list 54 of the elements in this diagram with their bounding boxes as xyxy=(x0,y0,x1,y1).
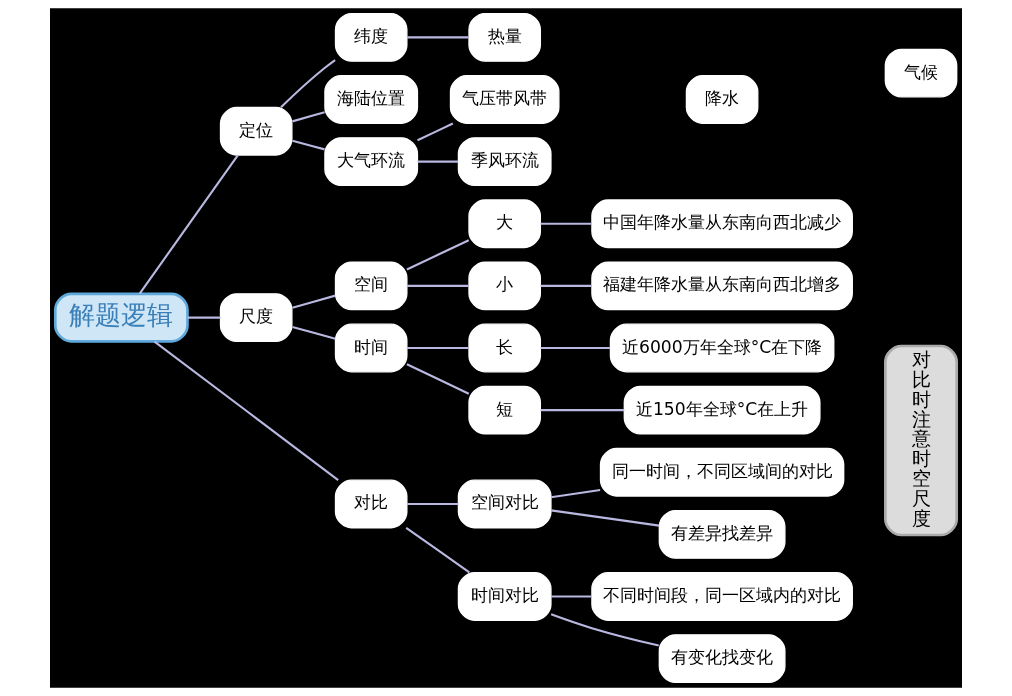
node-box: 同一时间，不同区域间的对比 xyxy=(599,447,845,497)
node-box: 长 xyxy=(468,323,542,373)
connector xyxy=(187,316,221,319)
connector xyxy=(540,409,625,412)
connector xyxy=(138,154,239,295)
connector xyxy=(292,139,325,151)
node-box: 时间对比 xyxy=(457,572,552,621)
node-box: 空间对比 xyxy=(457,479,552,529)
node-box: 降水 xyxy=(685,75,759,124)
node-box: 福建年降水量从东南向西北增多 xyxy=(591,261,853,311)
node-box: 近150年全球°C在上升 xyxy=(623,385,821,435)
connector xyxy=(153,340,339,481)
connector xyxy=(540,222,592,225)
connector xyxy=(406,239,470,271)
node-box: 定位 xyxy=(219,106,293,156)
connector xyxy=(406,363,470,395)
node-box: 大 xyxy=(468,199,542,249)
node-box: 气压带风带 xyxy=(449,75,560,124)
connector xyxy=(417,122,454,142)
connector xyxy=(280,59,336,109)
node-box: 纬度 xyxy=(334,12,408,62)
node-box: 对比时注意时空尺度 xyxy=(884,344,959,537)
node-box: 海陆位置 xyxy=(324,75,419,124)
node-box: 季风环流 xyxy=(457,137,552,187)
connector xyxy=(292,111,325,123)
node-box: 小 xyxy=(468,261,542,311)
connector xyxy=(292,294,336,309)
connector xyxy=(550,509,660,527)
node-box: 解题逻辑 xyxy=(53,292,189,343)
node-box: 对比 xyxy=(334,479,408,529)
node-box: 有差异找差异 xyxy=(658,509,786,559)
connector xyxy=(406,346,469,350)
node-box: 气候 xyxy=(884,48,958,98)
connector xyxy=(405,526,470,574)
node-box: 大气环流 xyxy=(324,137,419,187)
node-box: 近6000万年全球°C在下降 xyxy=(609,323,835,373)
node-box: 空间 xyxy=(334,261,408,311)
node-box: 不同时间段，同一区域内的对比 xyxy=(591,572,853,621)
connector xyxy=(550,489,601,499)
connector xyxy=(540,284,592,287)
connector xyxy=(550,613,659,647)
node-box: 时间 xyxy=(334,323,408,373)
connector xyxy=(417,160,459,163)
connector xyxy=(406,36,469,39)
connector xyxy=(406,284,469,287)
node-box: 短 xyxy=(468,385,542,435)
connector xyxy=(540,346,611,350)
connector xyxy=(406,502,459,506)
node-box: 尺度 xyxy=(219,293,293,343)
connector xyxy=(292,326,336,340)
node-box: 有变化找变化 xyxy=(658,634,786,684)
node-box: 热量 xyxy=(468,12,542,62)
connector xyxy=(551,595,592,598)
node-box: 中国年降水量从东南向西北减少 xyxy=(591,199,853,249)
